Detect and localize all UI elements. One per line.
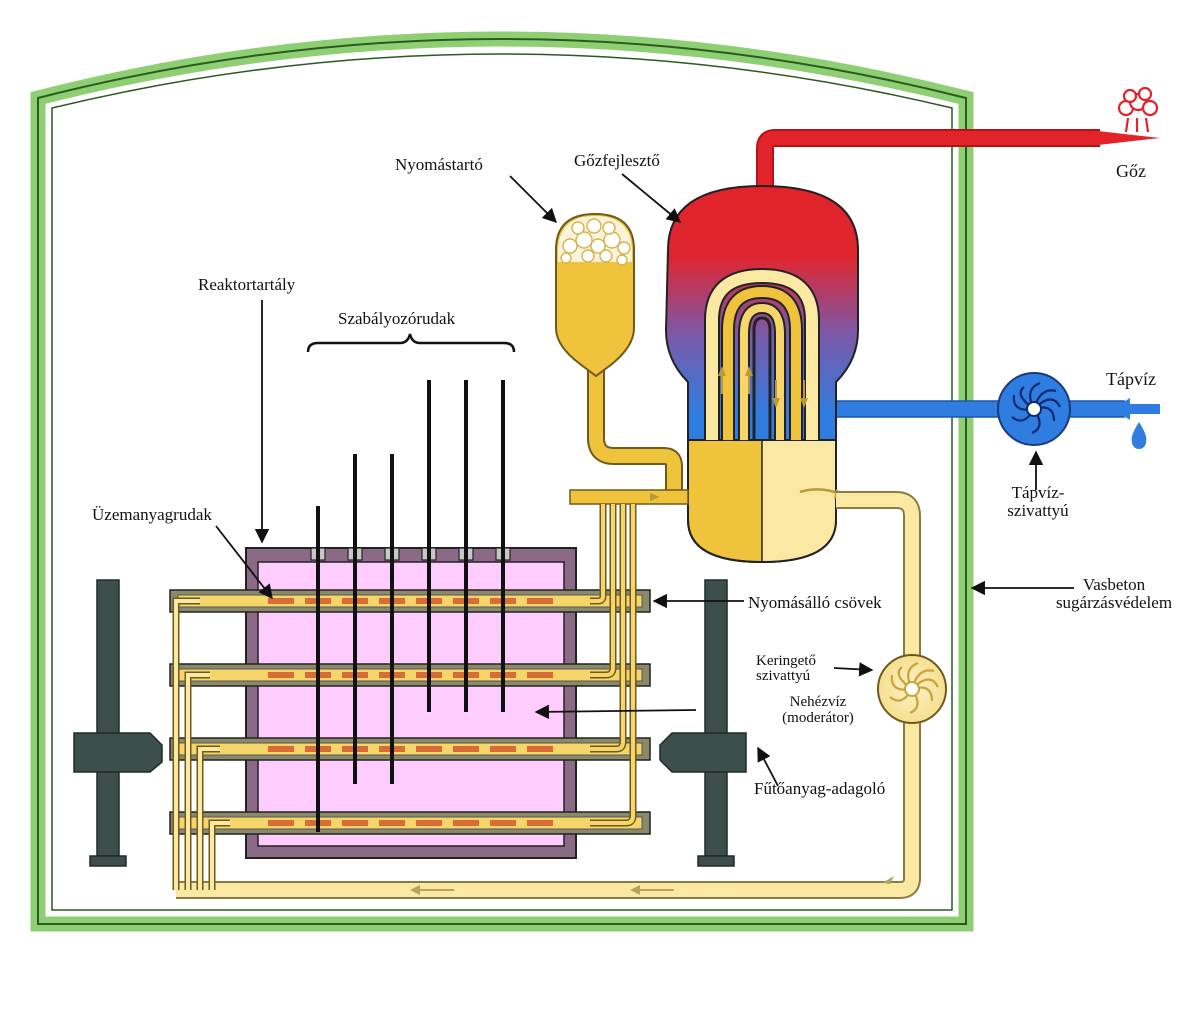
feedwater-pump-label: Tápvíz- szivattyú xyxy=(1000,484,1076,520)
circulating-pump-label-line2: szivattyú xyxy=(756,668,811,684)
fuel-loader-left xyxy=(73,579,163,867)
heavy-water-label: Nehézvíz (moderátor) xyxy=(764,694,872,726)
pressurizer-label: Nyomástartó xyxy=(395,155,483,174)
circulating-pump-label: Keringető szivattyú xyxy=(756,654,816,684)
fuel-loader-label: Fűtőanyag-adagoló xyxy=(754,779,886,798)
reactor-vessel-label: Reaktortartály xyxy=(198,275,296,294)
pressure-tube-3 xyxy=(169,737,651,761)
steam-cloud-icon xyxy=(1117,86,1159,133)
pressure-tubes-label: Nyomásálló csövek xyxy=(748,593,882,612)
control-rods-brace xyxy=(306,333,516,353)
water-drop-icon xyxy=(1131,422,1147,449)
pressure-tube-2 xyxy=(169,663,651,687)
control-rods-label: Szabályozórudak xyxy=(338,309,456,328)
feedwater-pump-icon xyxy=(997,372,1071,446)
fuel-loader-right xyxy=(659,579,747,867)
steam-label: Gőz xyxy=(1116,161,1146,181)
feedwater-line xyxy=(833,372,1160,449)
feedwater-label: Tápvíz xyxy=(1106,369,1156,389)
feeder-pipes xyxy=(172,504,637,890)
hot-coolant-header xyxy=(569,489,689,505)
heavy-water-label-line1: Nehézvíz xyxy=(789,694,847,710)
fuel-rods-label: Üzemanyagrudak xyxy=(92,505,212,524)
steam-line xyxy=(756,86,1160,200)
feedwater-arrow-icon xyxy=(1112,398,1160,420)
steam-arrow-icon xyxy=(1098,131,1160,145)
steam-generator xyxy=(664,184,859,564)
pressurizer xyxy=(555,212,683,496)
control-rods xyxy=(316,380,505,832)
pressure-tube-4 xyxy=(169,811,651,835)
shield-label-line2: sugárzásvédelem xyxy=(1055,593,1173,612)
shield-label-line1: Vasbeton xyxy=(1082,575,1146,594)
pressure-tube-1 xyxy=(169,589,651,613)
shield-label: Vasbeton sugárzásvédelem xyxy=(1046,576,1182,612)
feedwater-pump-label-line1: Tápvíz- xyxy=(1011,483,1065,502)
feedwater-pump-label-line2: szivattyú xyxy=(1007,501,1069,520)
steam-generator-label: Gőzfejlesztő xyxy=(574,151,660,170)
circulating-pump-label-line1: Keringető xyxy=(756,653,816,669)
circulating-pump-icon xyxy=(877,654,947,724)
label-pointers xyxy=(215,173,1074,787)
heavy-water-label-line2: (moderátor) xyxy=(782,710,854,726)
